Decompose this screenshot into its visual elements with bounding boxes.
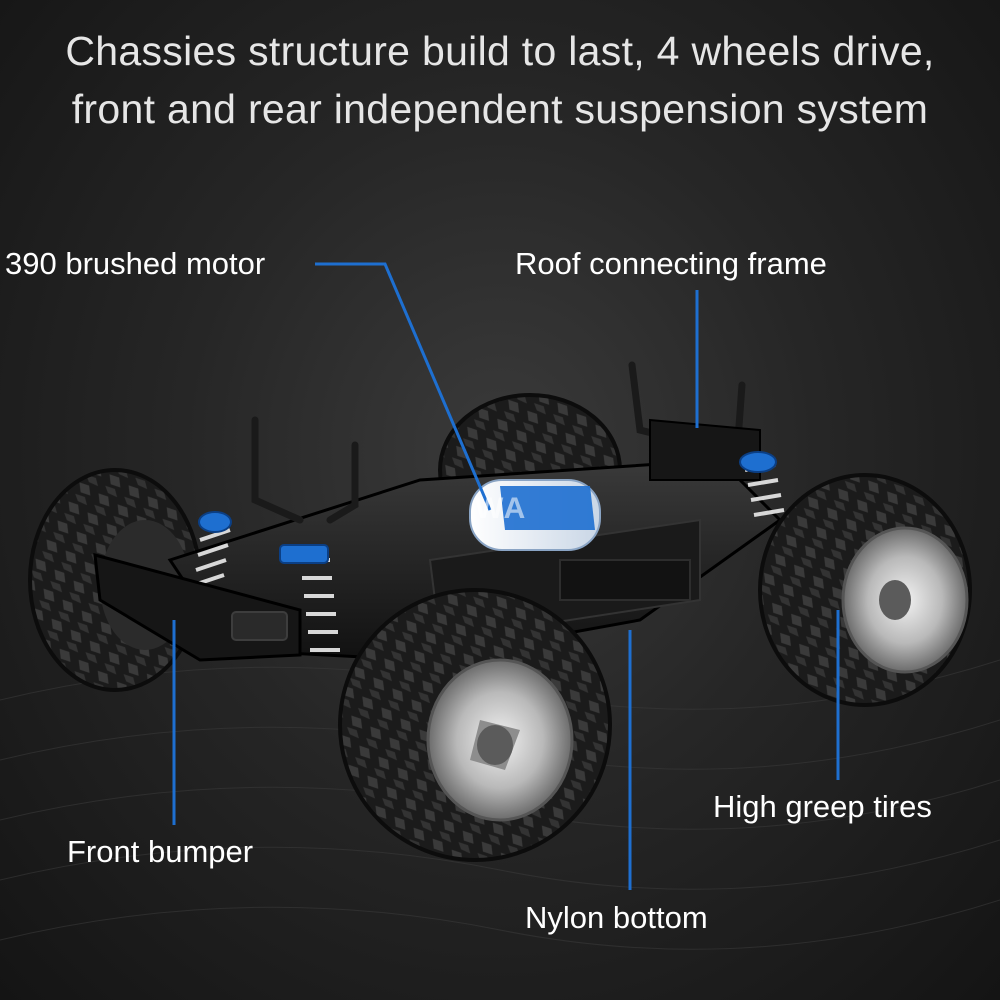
rear-right-wheel — [758, 473, 972, 707]
front-bumper-label: Front bumper — [67, 834, 254, 869]
motor-label: 390 brushed motor — [5, 246, 266, 281]
motor-leader-line — [315, 262, 492, 511]
nylon-bottom-label: Nylon bottom — [525, 900, 708, 935]
rear-bulkhead — [649, 418, 761, 481]
tires-label: High greep tires — [713, 789, 932, 824]
headline-line-2: front and rear independent suspension sy… — [71, 86, 929, 132]
callout-leader-lines — [172, 262, 840, 890]
front-bumper-part — [93, 552, 302, 662]
shock-absorbers — [191, 451, 785, 652]
headline-line-1: Chassies structure build to last, 4 whee… — [65, 28, 935, 74]
front-right-wheel — [338, 588, 612, 862]
headline: Chassies structure build to last, 4 whee… — [0, 22, 1000, 138]
brushed-motor — [469, 479, 601, 551]
watermark: WA — [475, 492, 528, 525]
roof-frame-label: Roof connecting frame — [515, 246, 827, 281]
